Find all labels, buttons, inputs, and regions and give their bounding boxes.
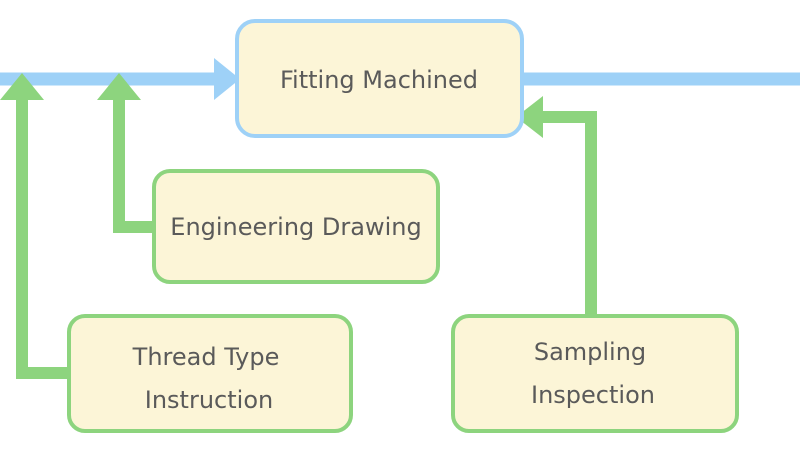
node-fitting-machined-label: Fitting Machined — [280, 66, 478, 94]
connector-engineering-drawing — [97, 73, 154, 233]
node-thread-type-instruction-label-line1: Thread Type — [132, 343, 280, 371]
node-fitting-machined: Fitting Machined — [235, 19, 524, 138]
connector-thread-type — [0, 73, 69, 379]
connector-engineering-drawing-arrowhead — [97, 73, 141, 100]
node-sampling-inspection: Sampling Inspection — [451, 314, 739, 433]
main-flow-arrowhead — [214, 58, 240, 100]
connector-sampling-inspection — [516, 96, 597, 320]
node-sampling-inspection-label-line2: Inspection — [531, 381, 655, 409]
connector-sampling-inspection-line — [540, 111, 597, 320]
node-sampling-inspection-label-line1: Sampling — [534, 338, 646, 366]
node-thread-type-instruction-label-line2: Instruction — [145, 386, 273, 414]
connector-thread-type-arrowhead — [0, 73, 44, 100]
connector-sampling-inspection-arrowhead — [516, 96, 543, 138]
node-engineering-drawing-label: Engineering Drawing — [170, 213, 421, 241]
node-thread-type-instruction-box — [67, 314, 353, 433]
connector-thread-type-line — [16, 94, 69, 379]
connector-engineering-drawing-line — [113, 94, 154, 233]
node-engineering-drawing: Engineering Drawing — [152, 169, 440, 284]
node-sampling-inspection-box — [451, 314, 739, 433]
node-engineering-drawing-box — [152, 169, 440, 284]
main-flow — [0, 58, 800, 100]
node-thread-type-instruction: Thread Type Instruction — [67, 314, 353, 433]
node-fitting-machined-box — [235, 19, 524, 138]
